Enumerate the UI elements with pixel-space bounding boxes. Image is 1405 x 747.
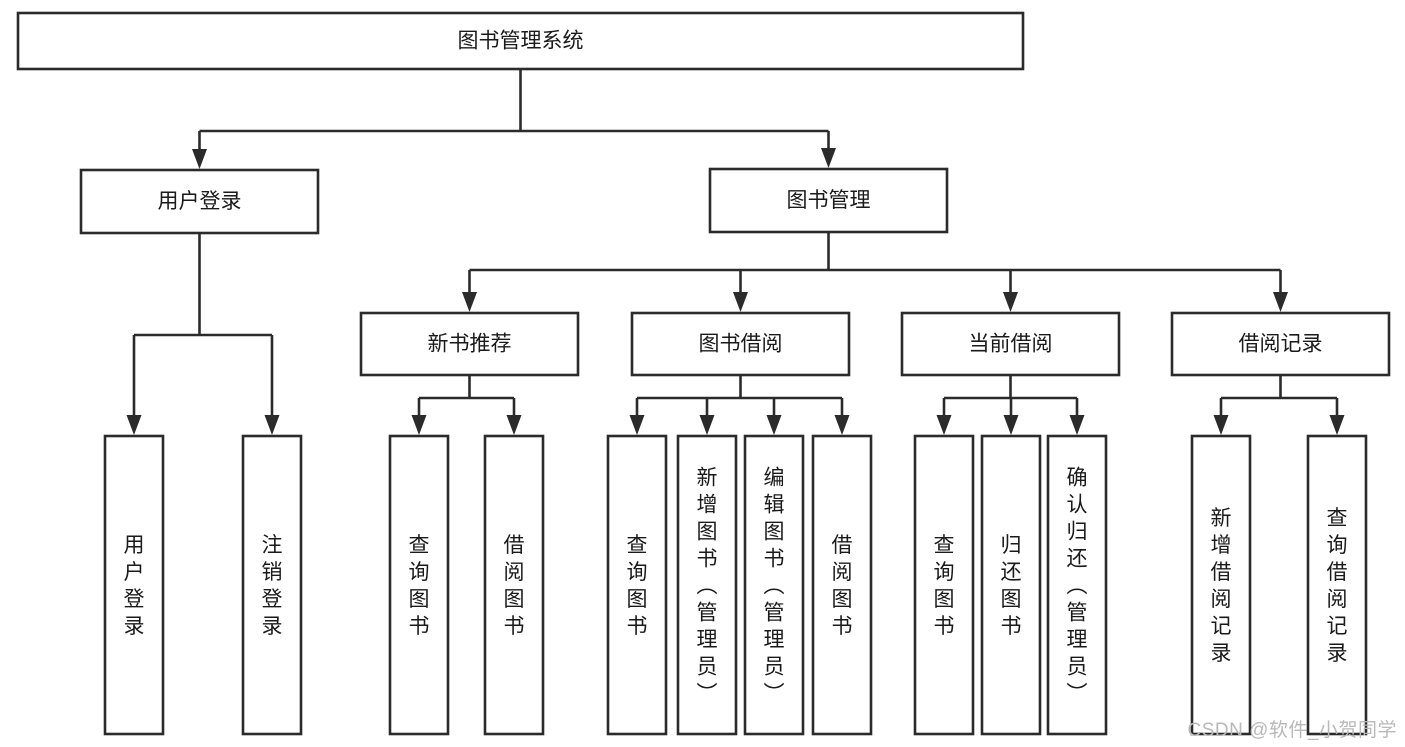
- node-addrec[interactable]: 新增借阅记录: [1190, 434, 1252, 736]
- node-addbook[interactable]: 新增图书︵管理员︶: [676, 434, 738, 736]
- node-label: 编辑图书︵管理员︶: [764, 467, 785, 706]
- node-box: [388, 434, 450, 736]
- node-box: [359, 311, 580, 377]
- node-box: [913, 434, 975, 736]
- node-label: 确认归还︵管理员︶: [1067, 467, 1088, 706]
- arrow-head-icon: [1329, 415, 1345, 435]
- node-box: [1046, 434, 1108, 736]
- node-label: 借阅图书: [832, 534, 853, 638]
- node-box: [676, 434, 738, 736]
- node-label: 查询图书: [934, 534, 955, 638]
- connector-borrow: [629, 375, 850, 435]
- node-box: [606, 434, 668, 736]
- arrow-head-icon: [1003, 292, 1018, 312]
- node-label: 新增借阅记录: [1211, 507, 1232, 665]
- node-label: 新增图书︵管理员︶: [697, 467, 718, 706]
- connector-login: [126, 233, 280, 435]
- node-records[interactable]: 借阅记录: [1170, 311, 1391, 377]
- arrow-head-icon: [834, 415, 850, 435]
- node-current[interactable]: 当前借阅: [900, 311, 1121, 377]
- connector-bookmgmt: [462, 232, 1288, 312]
- node-label: 新书推荐: [428, 333, 512, 356]
- arrow-head-icon: [462, 292, 477, 312]
- node-label: 图书管理系统: [458, 30, 584, 53]
- arrow-head-icon: [1069, 415, 1085, 435]
- node-label: 查询图书: [409, 534, 430, 638]
- node-q1[interactable]: 查询图书: [388, 434, 450, 736]
- connector-root: [192, 69, 836, 169]
- node-logout[interactable]: 注销登录: [241, 434, 303, 736]
- arrow-head-icon: [699, 415, 715, 435]
- node-box: [708, 167, 949, 234]
- node-q3[interactable]: 查询图书: [913, 434, 975, 736]
- node-bookmgmt[interactable]: 图书管理: [708, 167, 949, 234]
- node-box: [16, 11, 1025, 71]
- arrow-head-icon: [192, 149, 207, 169]
- arrow-head-icon: [629, 415, 645, 435]
- node-box: [1190, 434, 1252, 736]
- node-box: [483, 434, 545, 736]
- arrow-head-icon: [766, 415, 782, 435]
- connector-current: [936, 375, 1085, 435]
- arrow-head-icon: [1273, 292, 1288, 312]
- node-box: [811, 434, 873, 736]
- arrow-head-icon: [506, 415, 522, 435]
- node-queryrec[interactable]: 查询借阅记录: [1306, 434, 1368, 736]
- node-b1[interactable]: 借阅图书: [483, 434, 545, 736]
- arrow-head-icon: [411, 415, 427, 435]
- node-label: 图书借阅: [699, 333, 783, 356]
- node-box: [103, 434, 165, 736]
- arrow-head-icon: [733, 292, 748, 312]
- node-label: 注销登录: [262, 534, 283, 638]
- connector-records: [1213, 375, 1345, 435]
- edge-layer: [126, 69, 1345, 435]
- arrow-head-icon: [936, 415, 952, 435]
- node-box: [241, 434, 303, 736]
- node-box: [900, 311, 1121, 377]
- node-box: [743, 434, 805, 736]
- node-label: 当前借阅: [969, 333, 1053, 356]
- node-b2[interactable]: 借阅图书: [811, 434, 873, 736]
- node-layer: 图书管理系统用户登录图书管理新书推荐图书借阅当前借阅借阅记录用户登录注销登录查询…: [16, 11, 1391, 736]
- arrow-head-icon: [1213, 415, 1229, 435]
- node-returnbook[interactable]: 归还图书: [980, 434, 1042, 736]
- node-label: 用户登录: [124, 534, 145, 638]
- node-borrow[interactable]: 图书借阅: [630, 311, 851, 377]
- node-root[interactable]: 图书管理系统: [16, 11, 1025, 71]
- connector-newbook: [411, 375, 522, 435]
- node-label: 归还图书: [1001, 534, 1022, 638]
- node-label: 查询借阅记录: [1327, 507, 1348, 665]
- node-newbook[interactable]: 新书推荐: [359, 311, 580, 377]
- node-box: [79, 168, 320, 235]
- node-editbook[interactable]: 编辑图书︵管理员︶: [743, 434, 805, 736]
- node-q2[interactable]: 查询图书: [606, 434, 668, 736]
- node-label: 借阅记录: [1239, 333, 1323, 356]
- node-label: 查询图书: [627, 534, 648, 638]
- arrow-head-icon: [1003, 415, 1019, 435]
- node-label: 图书管理: [787, 189, 871, 212]
- node-confirm[interactable]: 确认归还︵管理员︶: [1046, 434, 1108, 736]
- node-userlogin[interactable]: 用户登录: [103, 434, 165, 736]
- node-box: [630, 311, 851, 377]
- arrow-head-icon: [264, 415, 280, 435]
- node-label: 借阅图书: [504, 534, 525, 638]
- arrow-head-icon: [126, 415, 142, 435]
- arrow-head-icon: [821, 148, 836, 168]
- node-box: [980, 434, 1042, 736]
- node-login[interactable]: 用户登录: [79, 168, 320, 235]
- node-label: 用户登录: [158, 190, 242, 213]
- node-box: [1306, 434, 1368, 736]
- node-box: [1170, 311, 1391, 377]
